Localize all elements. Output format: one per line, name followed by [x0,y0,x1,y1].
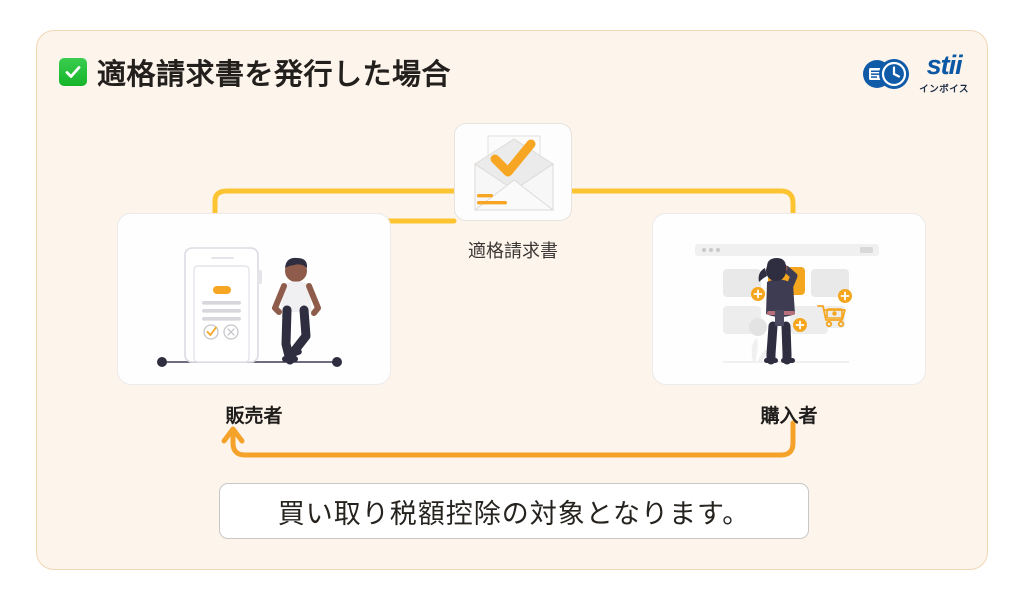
summary-caption-text: 買い取り税額控除の対象となります。 [277,498,751,529]
summary-caption: 買い取り税額控除の対象となります。 [219,483,809,539]
woman-shopping-online-icon [652,213,926,385]
logo-subtitle: インボイス [919,83,969,95]
document-node: 適格請求書 [454,123,572,263]
arrow-buyer-to-seller-head [221,426,245,444]
title-row: 適格請求書を発行した場合 [59,51,451,93]
buyer-node: 購入者 [652,213,926,428]
person-with-mobile-form-icon [117,213,391,385]
buyer-label: 購入者 [760,406,818,427]
logo-wordmark: stii インボイス [919,50,969,95]
card-header: 適格請求書を発行した場合 [37,31,987,111]
seller-label: 販売者 [225,406,283,427]
logo-name: stii [926,50,963,80]
document-clock-icon [861,57,911,91]
seller-node: 販売者 [117,213,391,428]
page-title: 適格請求書を発行した場合 [97,59,452,91]
infographic-card: 適格請求書を発行した場合 [36,30,988,570]
document-node-label: 適格請求書 [468,241,558,261]
brand-logo: stii インボイス [861,50,969,95]
open-envelope-with-check-icon [454,123,572,221]
white-check-mark-icon [59,58,87,86]
